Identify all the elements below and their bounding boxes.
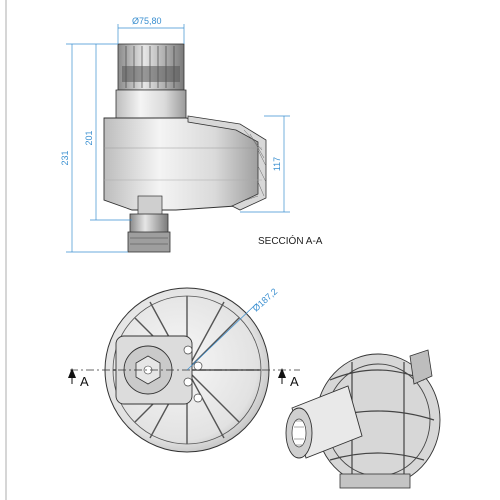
nut-threads — [130, 237, 168, 245]
dim-leader-plan — [186, 303, 257, 371]
bottom-nut — [127, 231, 171, 253]
section-arrow-right — [278, 368, 286, 384]
plan-view: A A Ø187,2 — [68, 286, 300, 453]
inner-shaft — [137, 195, 163, 217]
section-mark-left: A — [80, 374, 89, 389]
iso-shaft-splines — [294, 420, 304, 446]
section-title: SECCIÓN A-A — [258, 234, 323, 247]
iso-view — [285, 349, 441, 489]
main-housing — [103, 117, 263, 211]
cut-hatching — [243, 129, 267, 201]
bottom-fitting — [129, 213, 169, 235]
dim-height-body: 201 — [84, 130, 94, 145]
dim-diameter-top: Ø75,80 — [132, 16, 162, 26]
dim-height-housing: 117 — [272, 157, 282, 171]
plan-bolt-holes — [183, 345, 203, 403]
dim-diameter-plan: Ø187,2 — [251, 286, 280, 313]
section-mark-right: A — [290, 374, 299, 389]
dimensions-section — [66, 24, 290, 253]
section-arrow-left — [68, 368, 76, 384]
iso-top-fitting — [409, 349, 433, 385]
iso-shaft-bore — [291, 418, 307, 448]
section-view: SECCIÓN A-A — [103, 43, 323, 253]
neck — [115, 89, 187, 123]
connector-teeth — [122, 66, 180, 82]
cut-wall — [187, 115, 267, 211]
dim-height-total: 231 — [60, 150, 70, 165]
iso-base — [339, 473, 411, 489]
